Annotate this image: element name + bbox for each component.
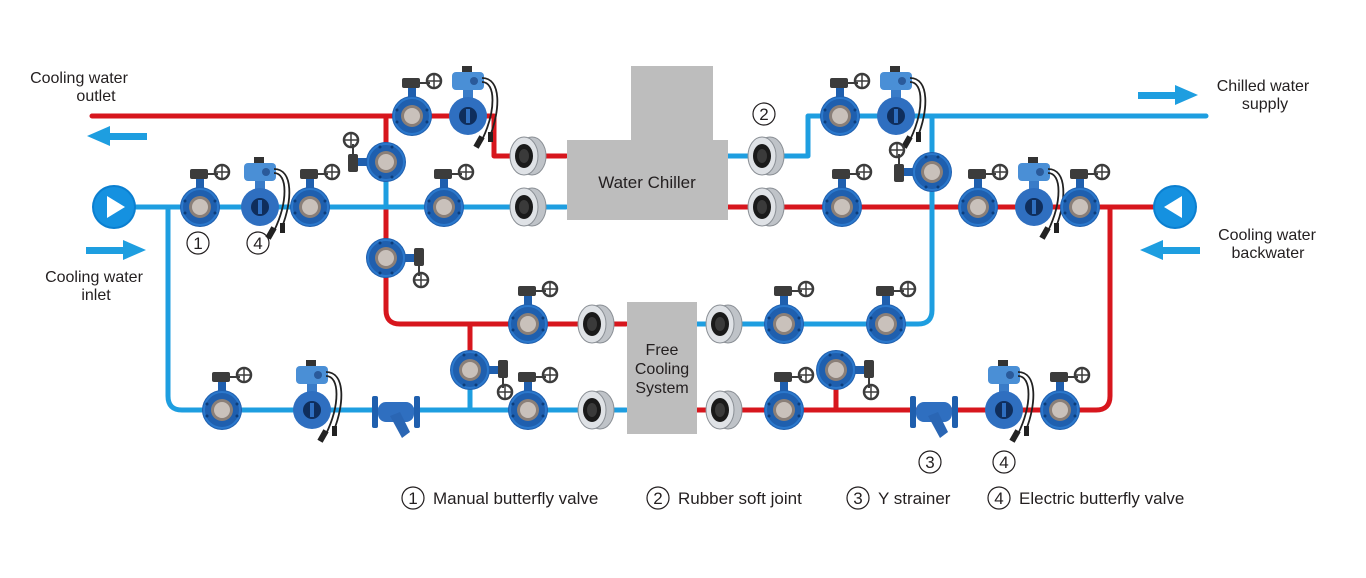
- manual-butterfly-valve-icon: [200, 366, 253, 432]
- chilled-water-supply-label: Chilled water supply: [1217, 78, 1310, 113]
- manual-butterfly-valve-icon: [956, 163, 1009, 229]
- cooling-water-backwater-label: Cooling water backwater: [1218, 227, 1317, 262]
- free-cooling-system: Free Cooling System: [627, 302, 697, 434]
- arrow-backwater-left-icon: [1140, 240, 1200, 260]
- callout-y-strainer: 3: [918, 450, 942, 474]
- legend-item-y-strainer: 3 Y strainer: [846, 486, 951, 510]
- cooling-water-outlet-label: Cooling water outlet: [30, 70, 129, 105]
- y-strainer-icon: [372, 396, 420, 438]
- rubber-soft-joint-icon: [509, 187, 547, 227]
- manual-butterfly-valve-icon: [814, 348, 880, 401]
- legend-number: 3: [853, 489, 862, 508]
- electric-butterfly-valve-icon: [984, 359, 1035, 444]
- callout-number: 4: [253, 234, 262, 253]
- manual-butterfly-valve-icon: [762, 280, 815, 346]
- outlet-label-line1: Cooling water: [30, 70, 129, 87]
- callout-number: 2: [759, 105, 768, 124]
- legend-item-manual-butterfly-valve: 1 Manual butterfly valve: [401, 486, 598, 510]
- manual-butterfly-valve-icon: [288, 163, 341, 229]
- manual-butterfly-valve-icon: [864, 280, 917, 346]
- manual-butterfly-valve-icon: [506, 366, 559, 432]
- manual-butterfly-valve-icon: [422, 163, 475, 229]
- legend-number: 4: [994, 489, 1003, 508]
- pump-right-icon: [92, 185, 136, 229]
- rubber-soft-joint-icon: [577, 390, 615, 430]
- cooling-water-inlet-label: Cooling water inlet: [45, 269, 144, 304]
- rubber-soft-joint-icon: [747, 187, 785, 227]
- rubber-soft-joint-icon: [577, 304, 615, 344]
- inlet-label-line2: inlet: [81, 287, 111, 304]
- rubber-soft-joint-icon: [705, 390, 743, 430]
- free-cooling-label-3: System: [635, 380, 688, 397]
- manual-butterfly-valve-icon: [762, 366, 815, 432]
- legend-label: Manual butterfly valve: [433, 489, 598, 508]
- manual-butterfly-valve-icon: [178, 163, 231, 229]
- arrow-outlet-left-icon: [87, 126, 147, 146]
- free-cooling-label-2: Cooling: [635, 361, 689, 378]
- manual-butterfly-valve-icon: [1058, 163, 1111, 229]
- rubber-soft-joint-icon: [705, 304, 743, 344]
- manual-butterfly-valve-icon: [342, 131, 408, 184]
- free-cooling-label-1: Free: [646, 342, 679, 359]
- legend-label: Rubber soft joint: [678, 489, 802, 508]
- legend-label: Y strainer: [878, 489, 951, 508]
- arrow-inlet-right-icon: [86, 240, 146, 260]
- legend-label: Electric butterfly valve: [1019, 489, 1184, 508]
- supply-label-line1: Chilled water: [1217, 78, 1310, 95]
- callout-soft-joint: 2: [752, 102, 776, 126]
- callout-number: 3: [925, 453, 934, 472]
- supply-label-line2: supply: [1242, 96, 1288, 113]
- manual-butterfly-valve-icon: [448, 348, 514, 401]
- manual-butterfly-valve-icon: [1038, 366, 1091, 432]
- callout-number: 4: [999, 453, 1008, 472]
- electric-butterfly-valve-icon: [292, 359, 343, 444]
- rubber-soft-joint-icon: [509, 136, 547, 176]
- manual-butterfly-valve-icon: [820, 163, 873, 229]
- electric-butterfly-valve-icon: [448, 65, 499, 150]
- y-strainer-icon: [910, 396, 958, 438]
- callout-electric-valve-left: 4: [246, 231, 270, 255]
- manual-butterfly-valve-icon: [506, 280, 559, 346]
- manual-butterfly-valve-icon: [818, 72, 871, 138]
- outlet-label-line2: outlet: [76, 88, 116, 105]
- legend-item-rubber-soft-joint: 2 Rubber soft joint: [646, 486, 802, 510]
- inlet-label-line1: Cooling water: [45, 269, 144, 286]
- water-chiller: Water Chiller: [567, 66, 728, 220]
- legend-number: 1: [408, 489, 417, 508]
- electric-butterfly-valve-icon: [240, 156, 291, 241]
- manual-butterfly-valve-icon: [364, 236, 430, 289]
- callout-number: 1: [193, 234, 202, 253]
- electric-butterfly-valve-icon: [876, 65, 927, 150]
- chiller-label: Water Chiller: [598, 173, 696, 192]
- callout-electric-valve-right: 4: [992, 450, 1016, 474]
- legend-item-electric-butterfly-valve: 4 Electric butterfly valve: [987, 486, 1184, 510]
- manual-butterfly-valve-icon: [390, 72, 443, 138]
- electric-butterfly-valve-icon: [1014, 156, 1065, 241]
- manual-butterfly-valve-icon: [888, 141, 954, 194]
- pump-left-icon: [1153, 185, 1197, 229]
- legend: 1 Manual butterfly valve 2 Rubber soft j…: [401, 486, 1184, 510]
- arrow-supply-right-icon: [1138, 85, 1198, 105]
- rubber-soft-joint-icon: [747, 136, 785, 176]
- legend-number: 2: [653, 489, 662, 508]
- backwater-label-line2: backwater: [1232, 245, 1306, 262]
- callout-manual-valve: 1: [186, 231, 210, 255]
- backwater-label-line1: Cooling water: [1218, 227, 1317, 244]
